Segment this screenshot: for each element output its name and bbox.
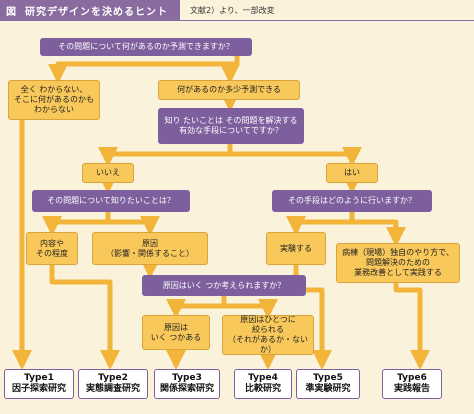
type3-name: Type3 xyxy=(172,372,202,383)
answer-experiment: 実験する xyxy=(266,232,326,265)
type1-name: Type1 xyxy=(24,372,54,383)
type6-name: Type6 xyxy=(397,372,427,383)
type5-label: 準実験研究 xyxy=(305,384,351,394)
answer-content-degree: 内容や その程度 xyxy=(26,232,78,265)
figure-title: 研究デザインを決めるヒント xyxy=(25,6,168,18)
answer-several-causes: 原因は いく つかある xyxy=(142,315,210,350)
type1-label: 因子探索研究 xyxy=(11,384,66,394)
type4-name: Type4 xyxy=(248,372,278,383)
answer-ward-practice: 病棟（現場）独自のやり方で、 問題解決のための 業務改善として実践する xyxy=(336,243,460,283)
question-how-to-implement: その手段はどのように行いますか？ xyxy=(272,190,432,212)
type2-label: 実態調査研究 xyxy=(85,384,140,394)
type3-label: 関係探索研究 xyxy=(159,384,214,394)
header-divider xyxy=(0,20,474,21)
answer-some-prediction: 何があるのか多少予測できる xyxy=(158,80,300,100)
source-note: 文献2）より、一部改変 xyxy=(190,5,275,15)
type2-name: Type2 xyxy=(98,372,128,383)
type5-name: Type5 xyxy=(313,372,343,383)
answer-single-cause: 原因はひとつに 絞られる （それがあるか・ないか） xyxy=(222,315,314,355)
figure-label: 図 xyxy=(6,6,17,18)
type6-label: 実践報告 xyxy=(393,384,430,394)
answer-no: いいえ xyxy=(82,163,134,183)
figure-header: 図 研究デザインを決めるヒント 文献2）より、一部改変 xyxy=(0,0,474,20)
figure-title-tab: 図 研究デザインを決めるヒント xyxy=(0,0,180,20)
question-effective-means: 知り たいことは その問題を解決する 有効な手段についてですか？ xyxy=(158,108,304,144)
type4-label: 比較研究 xyxy=(244,384,281,394)
answer-no-idea: 全く わからない、 そこに何があるのかも わからない xyxy=(8,80,100,120)
question-predict: その問題について何があるのか予測できますか？ xyxy=(40,38,252,56)
answer-cause: 原因 （影響・関係すること） xyxy=(92,232,208,265)
question-what-to-know: その問題について知りたいことは？ xyxy=(32,190,190,212)
question-several-causes: 原因はいく つか考えられますか？ xyxy=(142,275,306,296)
answer-yes: はい xyxy=(326,163,378,183)
